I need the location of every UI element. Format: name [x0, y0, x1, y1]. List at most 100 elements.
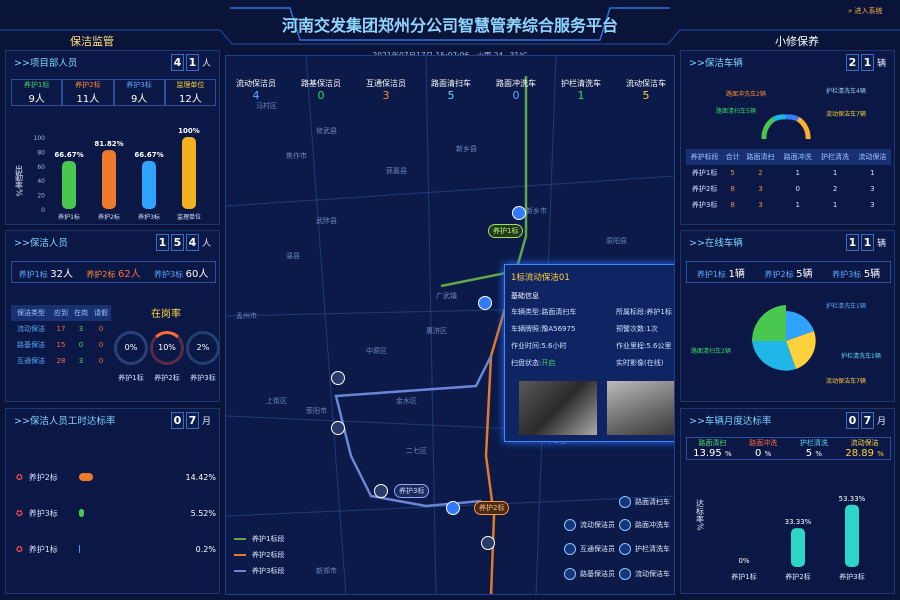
worker-marker[interactable] — [478, 296, 492, 310]
data-label: 66.67% — [134, 151, 163, 159]
place-label: 荥阳市 — [306, 407, 327, 415]
rate-ring: 10% — [150, 331, 184, 365]
award-icon: ✪ — [16, 508, 23, 518]
online-pie — [751, 305, 816, 371]
vehicle-marker[interactable] — [331, 421, 345, 435]
rate-label: 养护3标 — [190, 374, 216, 382]
route-biaoduan-1 — [440, 76, 528, 288]
worktime-value: 5.52% — [190, 508, 216, 518]
popup-title: 1标流动保洁01 — [511, 273, 570, 283]
header-frame — [0, 7, 900, 45]
worktime-bar — [78, 473, 94, 481]
rate-label: 养护2标 — [154, 374, 180, 382]
sweeper-icon — [619, 496, 631, 508]
place-label: 中原区 — [366, 347, 387, 355]
data-label: 33.33% — [785, 518, 812, 526]
rate-label: 养护1标 — [118, 374, 144, 382]
vehicle-marker[interactable] — [374, 484, 388, 498]
vehicle-marker[interactable] — [481, 536, 495, 550]
worktime-bar — [78, 545, 80, 553]
cleaner-summary: 养护1标 32人 养护2标 62人 养护3标 60人 — [11, 261, 216, 283]
worktime-label: 养护1标 — [28, 544, 58, 554]
y-axis-label: 出勤率% — [15, 164, 24, 197]
legend-item: 路基保洁员 — [564, 568, 615, 580]
worker-icon — [564, 519, 576, 531]
worker-marker[interactable] — [446, 501, 460, 515]
pie-label: 路面清扫车2辆 — [691, 348, 731, 355]
route-label: 养护3标 — [394, 484, 430, 498]
pie-label: 护栏清洗车1辆 — [826, 303, 866, 310]
monthly-title: >>车辆月度达标率 — [689, 416, 772, 427]
online-title: >>在线车辆 — [689, 238, 743, 249]
worker-marker[interactable] — [512, 206, 526, 220]
gauge-label: 护栏清洗车4辆 — [826, 88, 866, 95]
cleaners-title: >>保洁人员 — [14, 238, 68, 249]
place-label: 温县 — [286, 252, 300, 260]
rate-ring: 2% — [186, 331, 220, 365]
place-label: 修武县 — [316, 127, 337, 135]
y-tick-label: 20 — [37, 193, 45, 200]
y-axis-label: 达标率% — [696, 498, 705, 531]
enter-system-button[interactable]: » 进入系统 — [848, 7, 883, 15]
x-tick-label: 养护3标 — [138, 213, 160, 221]
rate-title: 在岗率 — [151, 309, 181, 320]
camera-feed-1[interactable] — [519, 381, 597, 435]
gauge-label: 路面冲洗车2辆 — [726, 91, 766, 98]
place-label: 焦作市 — [286, 152, 307, 160]
place-label: 孟州市 — [236, 312, 257, 320]
data-label: 81.82% — [94, 140, 123, 148]
bar — [182, 137, 196, 209]
y-tick-label: 0 — [41, 207, 45, 214]
gauge-label: 流动保洁车7辆 — [826, 111, 866, 118]
legend-item: 护栏清洗车 — [619, 543, 670, 555]
place-label: 广武镇 — [436, 292, 457, 300]
bar — [62, 160, 76, 209]
data-label: 66.67% — [54, 151, 83, 159]
bar — [142, 160, 156, 209]
legend-item: 路面清扫车 — [619, 496, 670, 508]
page-title: 河南交发集团郑州分公司智慧管养综合服务平台 — [281, 16, 618, 35]
x-tick-label: 养护1标 — [58, 213, 80, 221]
place-label: 武陟县 — [316, 217, 337, 225]
gauge-label: 路面清扫车5辆 — [716, 108, 756, 115]
x-tick-label: 养护2标 — [785, 572, 810, 581]
camera-feed-2[interactable] — [607, 381, 674, 435]
double-chevron-icon: » — [848, 7, 853, 15]
bar — [845, 504, 859, 567]
x-tick-label: 监理单位 — [177, 213, 201, 221]
worktime-value: 0.2% — [195, 544, 216, 554]
worker-icon — [564, 543, 576, 555]
popup-section: 基础信息 — [511, 292, 539, 300]
vehicle-marker[interactable] — [331, 371, 345, 385]
worktime-value: 14.42% — [185, 472, 216, 482]
attendance-chart: 出勤率%10080604020066.67%养护1标81.82%养护2标66.6… — [15, 127, 202, 221]
pie-label: 流动保洁车7辆 — [826, 378, 866, 385]
